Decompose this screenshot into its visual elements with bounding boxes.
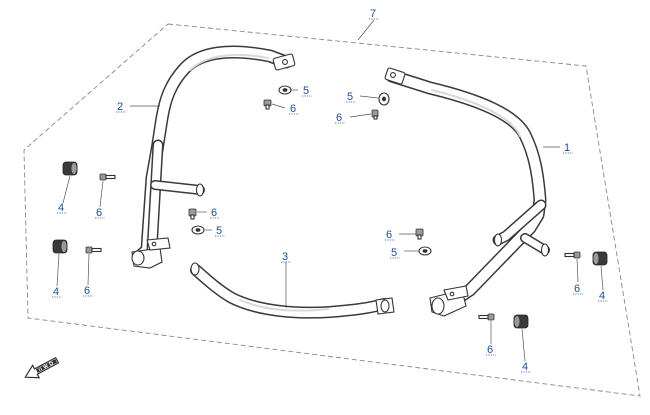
- callout-6: 6: [210, 207, 220, 219]
- bolt-6f: [415, 228, 424, 240]
- callout-7: 7: [369, 8, 379, 20]
- svg-text:6: 6: [386, 229, 392, 241]
- callout-2: 2: [116, 101, 126, 113]
- callout-5: 5: [390, 247, 400, 259]
- callout-6: 6: [95, 207, 105, 219]
- svg-text:1: 1: [564, 142, 570, 154]
- callout-5: 5: [302, 85, 312, 97]
- callout-3: 3: [281, 251, 291, 263]
- rubber-cap-4b: [52, 239, 68, 254]
- bolt-6a: [263, 99, 272, 110]
- washer-5c: [191, 225, 205, 235]
- leader-lines: [56, 19, 604, 362]
- svg-text:6: 6: [290, 103, 296, 115]
- svg-text:4: 4: [522, 361, 528, 373]
- callout-6: 6: [289, 103, 299, 115]
- callout-6: 6: [335, 112, 345, 124]
- svg-text:6: 6: [487, 344, 493, 356]
- part-3-lower-cross-bar: [190, 262, 395, 319]
- svg-text:5: 5: [216, 225, 222, 237]
- callout-4: 4: [598, 290, 608, 302]
- assembly-boundary: [23, 23, 641, 397]
- svg-text:5: 5: [347, 91, 353, 103]
- callout-6: 6: [385, 229, 395, 241]
- part-1-right-guard-bar: [384, 67, 550, 317]
- svg-text:6: 6: [574, 283, 580, 295]
- callout-4: 4: [57, 202, 67, 214]
- callout-6: 6: [83, 285, 93, 297]
- callout-5: 5: [346, 91, 356, 103]
- svg-text:7: 7: [370, 8, 376, 20]
- svg-text:3: 3: [282, 251, 288, 263]
- bolt-6h: [478, 313, 495, 321]
- svg-text:4: 4: [58, 202, 64, 214]
- callout-1: 1: [563, 142, 573, 154]
- svg-text:5: 5: [303, 85, 309, 97]
- callout-6: 6: [486, 344, 496, 356]
- svg-text:6: 6: [211, 207, 217, 219]
- part-2-left-guard-bar: [131, 45, 296, 269]
- svg-text:4: 4: [599, 290, 605, 302]
- bolt-6c: [99, 173, 116, 181]
- rubber-cap-4c: [592, 251, 608, 266]
- svg-text:2: 2: [117, 101, 123, 113]
- rubber-cap-4a: [62, 161, 78, 176]
- bolt-6e: [85, 246, 102, 254]
- callout-6: 6: [573, 283, 583, 295]
- bolt-6b: [371, 109, 379, 120]
- washer-5a: [278, 85, 292, 95]
- bolt-6g: [564, 251, 581, 259]
- svg-text:5: 5: [391, 247, 397, 259]
- svg-text:6: 6: [96, 207, 102, 219]
- callout-5: 5: [215, 225, 225, 237]
- rubber-cap-4d: [513, 314, 529, 329]
- callout-4: 4: [52, 286, 62, 298]
- svg-text:4: 4: [53, 286, 59, 298]
- svg-text:6: 6: [84, 285, 90, 297]
- fwd-arrow-icon: [24, 356, 60, 379]
- washer-5d: [418, 246, 432, 256]
- washer-5b: [378, 92, 390, 106]
- svg-text:6: 6: [336, 112, 342, 124]
- callout-4: 4: [521, 361, 531, 373]
- bolt-6d: [188, 208, 197, 220]
